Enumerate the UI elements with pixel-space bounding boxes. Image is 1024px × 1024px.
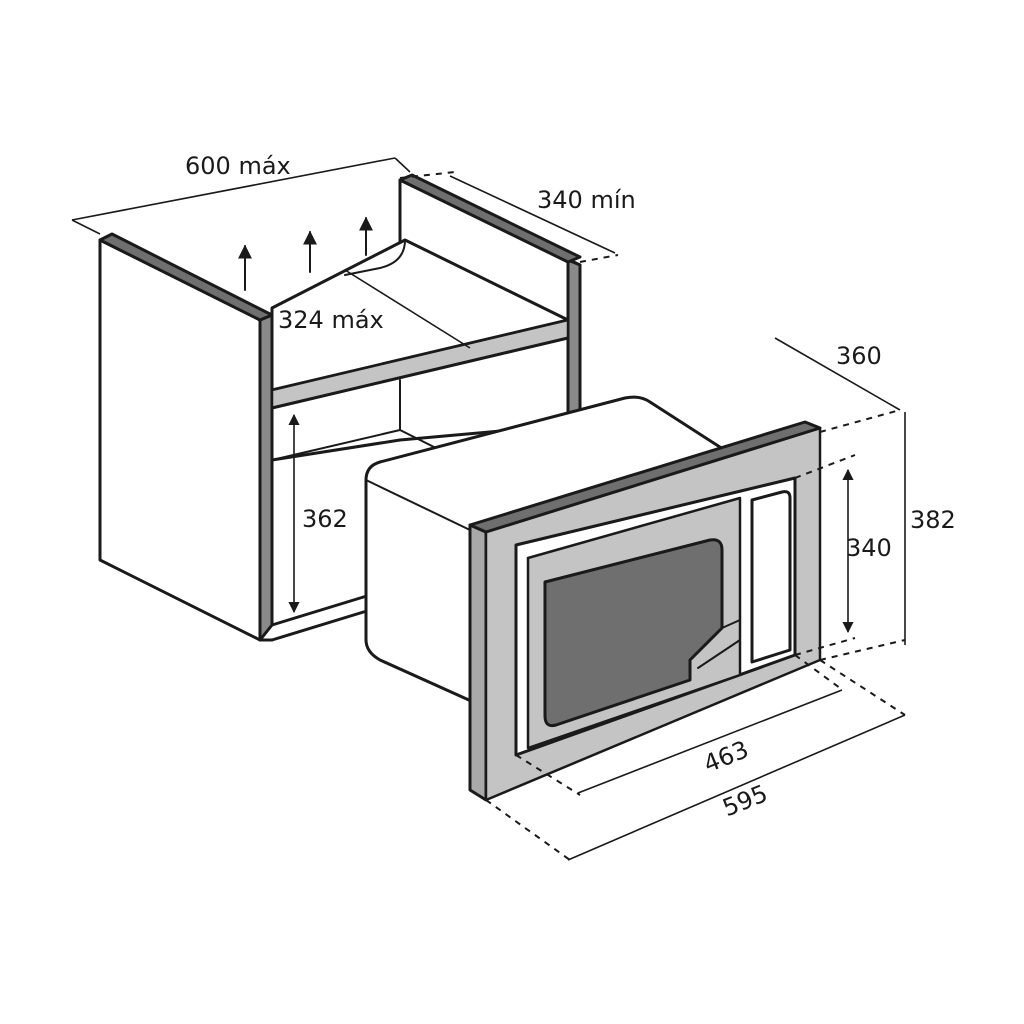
frame-top (468, 420, 822, 534)
cabinet-back-side-edge (566, 258, 582, 432)
label-cabinet-width: 600 máx (185, 152, 291, 180)
dimension-lines (71, 157, 906, 861)
dim-340min-ext (399, 171, 456, 179)
dim-324-line (344, 269, 471, 349)
dim-360-ext (819, 409, 901, 433)
door-handle-notch (697, 619, 741, 669)
cabinet-interior (270, 336, 570, 462)
microwave (364, 395, 822, 802)
dim-595-line (567, 714, 906, 861)
dim-340min-line (449, 175, 616, 254)
dim-463-ext (794, 654, 841, 689)
cabinet-left-front-edge (258, 313, 274, 642)
dim-382-ext (819, 639, 906, 661)
cabinet (98, 173, 582, 642)
vent-cutout (344, 239, 406, 276)
label-opening-height: 362 (302, 505, 348, 533)
dim-340-ext (794, 454, 856, 479)
frame-side (468, 523, 488, 802)
dim-463-line (577, 689, 843, 794)
dim-600-line (71, 157, 396, 221)
dim-463-ext (515, 754, 581, 796)
dim-600-tick (71, 219, 101, 235)
label-appliance-depth: 360 (836, 342, 882, 370)
label-frame-width: 595 (719, 779, 772, 822)
dim-340min-ext (579, 254, 619, 263)
microwave-side-edge (365, 479, 471, 531)
label-appliance-height: 340 (846, 534, 892, 562)
dim-340-ext (794, 637, 856, 656)
dim-360-line (774, 337, 901, 411)
dim-595-ext (819, 659, 906, 716)
cabinet-back-top (398, 173, 582, 264)
microwave-window (543, 538, 724, 728)
dim-595-ext (485, 799, 571, 861)
label-opening-depth: 324 máx (278, 306, 384, 334)
cabinet-bottom-front (258, 593, 372, 642)
label-cabinet-depth: 340 mín (537, 186, 636, 214)
dim-600-tick (394, 157, 411, 173)
label-frame-height: 382 (910, 506, 956, 534)
control-panel (750, 490, 792, 664)
